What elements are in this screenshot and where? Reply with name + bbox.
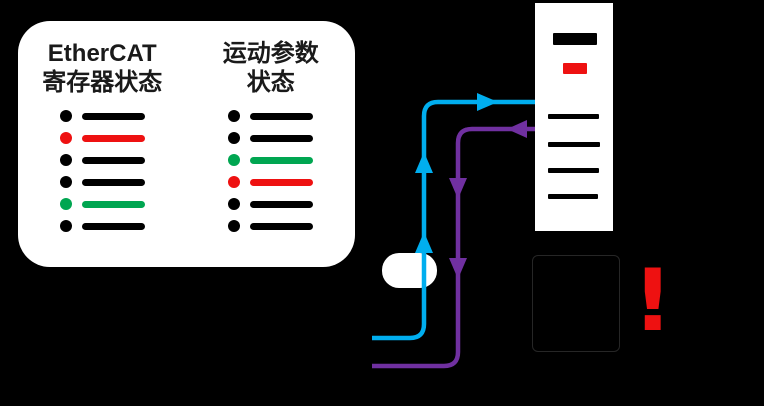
device-tower bbox=[535, 3, 613, 231]
status-row bbox=[228, 220, 314, 232]
status-row bbox=[59, 176, 145, 188]
device-slot-line bbox=[548, 142, 600, 147]
status-bullet-icon bbox=[59, 220, 72, 232]
status-row bbox=[59, 132, 145, 144]
status-bullet-icon bbox=[59, 132, 72, 144]
status-bullet-icon bbox=[228, 110, 241, 122]
flow-to-device-path bbox=[372, 99, 535, 341]
status-row-list bbox=[59, 110, 145, 232]
status-bullet-icon bbox=[228, 132, 241, 144]
flow-from-device-arrowhead-down-icon bbox=[449, 258, 467, 279]
status-value-line bbox=[250, 178, 314, 186]
device-slot-line bbox=[548, 168, 599, 173]
status-value-line bbox=[81, 222, 145, 230]
status-value-line bbox=[250, 112, 314, 120]
status-value-line bbox=[81, 200, 145, 208]
status-bullet-icon bbox=[228, 154, 241, 166]
status-value-line bbox=[81, 156, 145, 164]
flow-from-device-path bbox=[372, 126, 535, 369]
status-row bbox=[59, 220, 145, 232]
status-value-line bbox=[250, 200, 314, 208]
status-value-line bbox=[81, 178, 145, 186]
status-bullet-icon bbox=[59, 154, 72, 166]
device-slot-line bbox=[548, 194, 598, 199]
status-row bbox=[228, 110, 314, 122]
status-bullet-icon bbox=[59, 176, 72, 188]
flow-from-device-arrowhead-down-icon bbox=[449, 178, 467, 199]
status-value-line bbox=[250, 156, 314, 164]
dark-screen-box bbox=[532, 255, 620, 352]
status-row bbox=[228, 176, 314, 188]
column-title: 运动参数状态 bbox=[222, 40, 319, 96]
device-slot-line bbox=[548, 114, 599, 119]
device-thick-indicator bbox=[563, 63, 587, 74]
node-pill bbox=[382, 253, 437, 288]
status-value-line bbox=[81, 134, 145, 142]
flow-from-device-arrowhead-left-icon bbox=[507, 120, 527, 138]
status-bullet-icon bbox=[228, 198, 241, 210]
status-bullet-icon bbox=[228, 220, 241, 232]
error-exclamation-icon: ! bbox=[632, 251, 674, 351]
status-row bbox=[59, 154, 145, 166]
status-bullet-icon bbox=[59, 110, 72, 122]
status-value-line bbox=[250, 222, 314, 230]
status-row-list bbox=[228, 110, 314, 232]
device-thick-display bbox=[553, 33, 597, 45]
flow-to-device-arrowhead-right-icon bbox=[477, 93, 498, 111]
flow-to-device-arrowhead-up-icon bbox=[415, 152, 433, 173]
status-bullet-icon bbox=[59, 198, 72, 210]
status-row bbox=[228, 198, 314, 210]
status-bullet-icon bbox=[228, 176, 241, 188]
status-value-line bbox=[81, 112, 145, 120]
status-column-motion-param-status: 运动参数状态 bbox=[187, 21, 356, 267]
status-row bbox=[59, 198, 145, 210]
status-value-line bbox=[250, 134, 314, 142]
status-row bbox=[59, 110, 145, 122]
status-row bbox=[228, 132, 314, 144]
status-row bbox=[228, 154, 314, 166]
flow-to-device-arrowhead-up-icon bbox=[415, 232, 433, 253]
